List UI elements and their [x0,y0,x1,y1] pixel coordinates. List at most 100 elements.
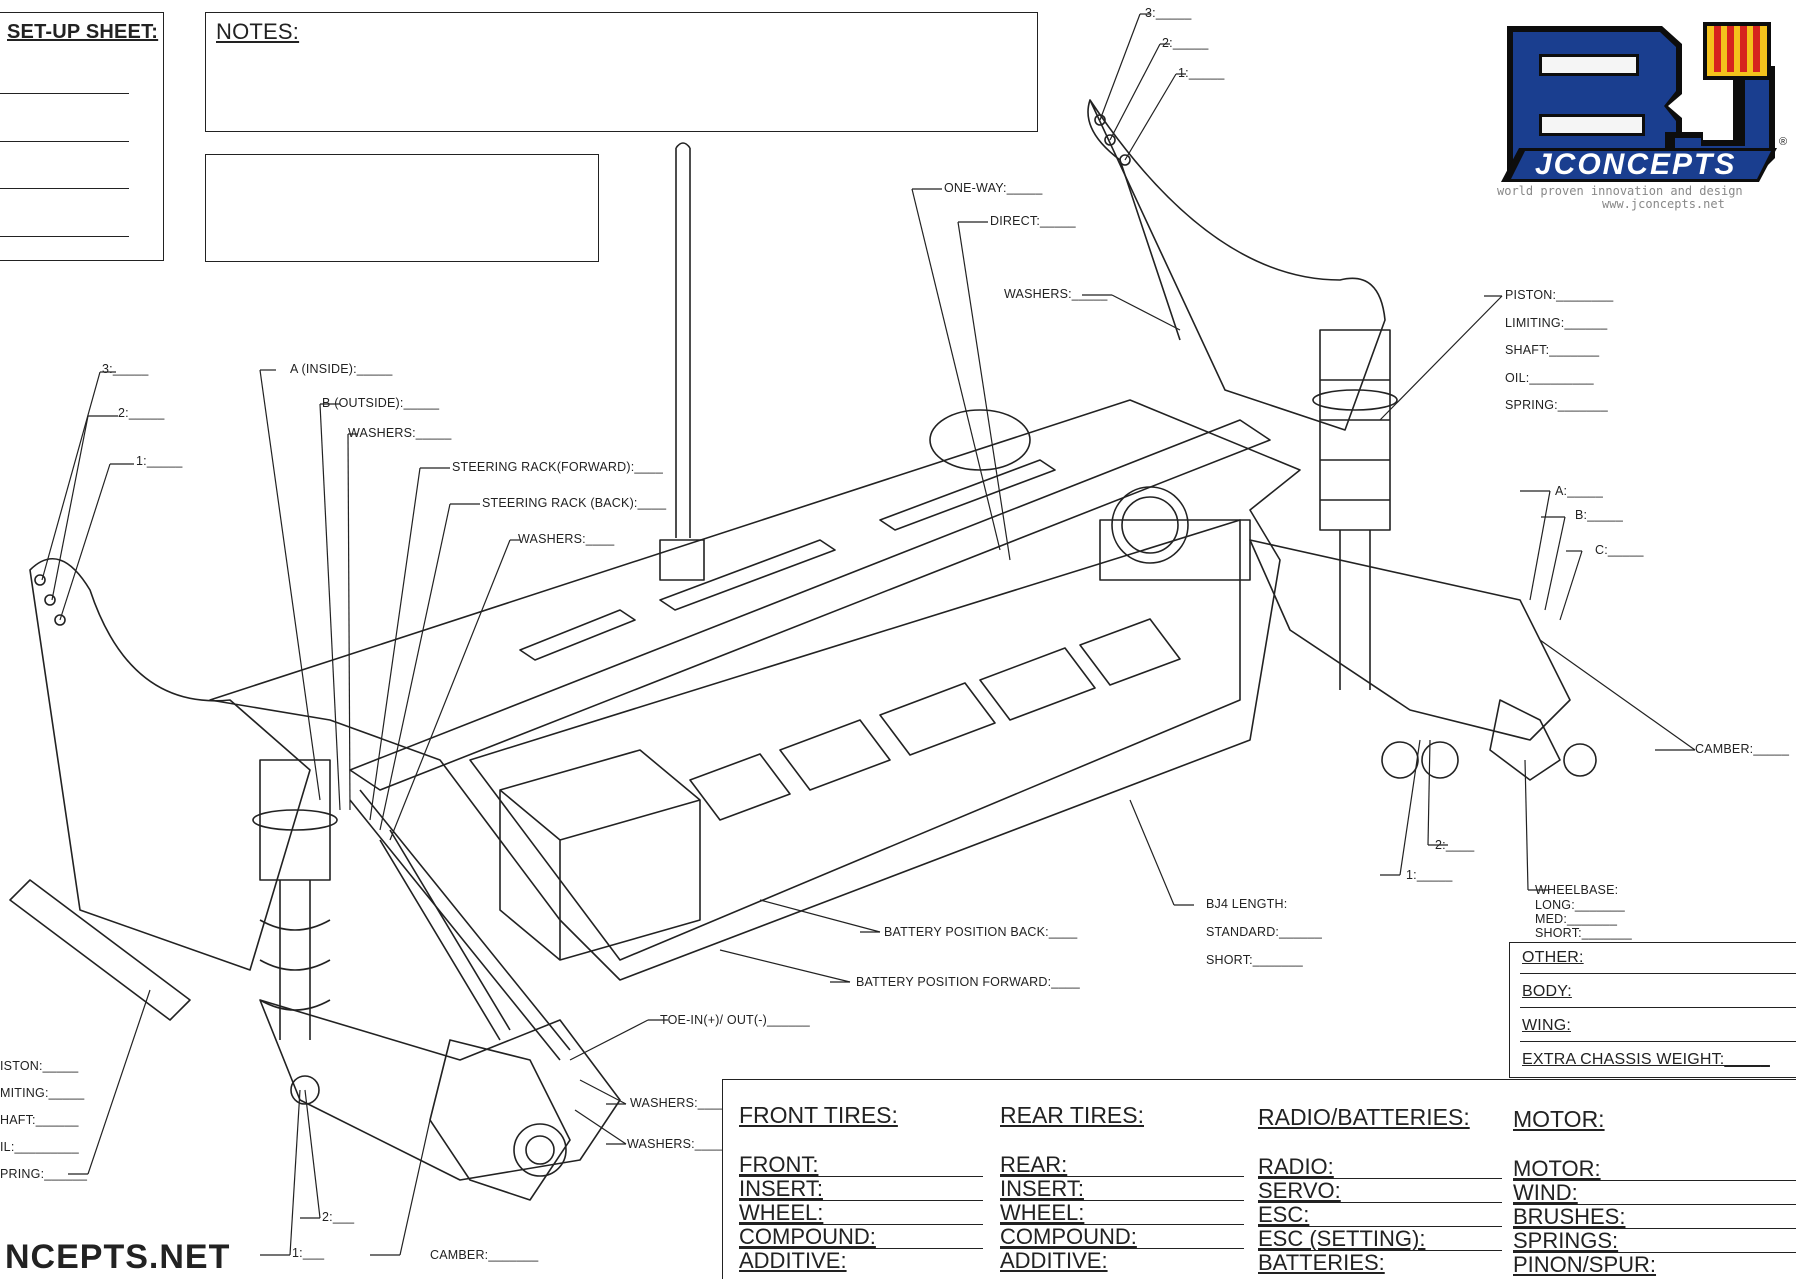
motor-line-1 [1513,1180,1796,1181]
motor-line-3 [1513,1228,1796,1229]
rear-tire-rear[interactable]: REAR: [1000,1152,1068,1177]
rear-spring-label[interactable]: SPRING:_______ [1505,398,1608,412]
washers-5-label[interactable]: WASHERS:____ [627,1137,724,1151]
setup-line-1[interactable] [0,93,129,94]
radio-batteries[interactable]: BATTERIES: [1258,1250,1385,1275]
toe-label[interactable]: TOE-IN(+)/ OUT(-)______ [660,1013,810,1027]
motor-wind[interactable]: WIND: [1513,1180,1578,1205]
steering-forward-label[interactable]: STEERING RACK(FORWARD):____ [452,460,663,474]
wing-label[interactable]: WING: [1522,1017,1571,1034]
front-camber-label[interactable]: CAMBER:_______ [430,1248,539,1262]
front-hole-2[interactable]: 2:_____ [118,406,165,420]
radio-servo[interactable]: SERVO: [1258,1178,1341,1203]
rear-tire-line-4 [1000,1248,1244,1249]
front-hole-3[interactable]: 3:_____ [102,362,149,376]
other-line-1 [1520,973,1796,974]
front-tire-line-1 [739,1176,983,1177]
rear-piston-label[interactable]: PISTON:________ [1505,288,1614,302]
tires-radio-motor-table: FRONT TIRES: REAR TIRES: RADIO/BATTERIES… [722,1079,1796,1279]
rear-limiting-label[interactable]: LIMITING:______ [1505,316,1608,330]
front-tire-wheel[interactable]: WHEEL: [739,1200,824,1225]
motor-header: MOTOR: [1513,1106,1605,1132]
setup-line-4[interactable] [0,236,129,237]
b-outside-label[interactable]: B (OUTSIDE):_____ [322,396,440,410]
chassis-plate [209,399,1301,981]
extra-weight-label[interactable]: EXTRA CHASSIS WEIGHT:_____ [1522,1051,1770,1068]
motor-line-2 [1513,1204,1796,1205]
setup-line-3[interactable] [0,188,129,189]
rear-lower-2[interactable]: 2:____ [1435,838,1475,852]
radio-esc[interactable]: ESC: [1258,1202,1310,1227]
footer-url: NCEPTS.NET [5,1238,231,1276]
front-tire-line-3 [739,1224,983,1225]
rear-oil-label[interactable]: OIL:_________ [1505,371,1594,385]
wheelbase-short[interactable]: SHORT:_______ [1535,926,1632,940]
front-shaft-label[interactable]: HAFT:______ [0,1113,79,1127]
washers-2-label[interactable]: WASHERS:____ [518,532,615,546]
rear-tire-additive[interactable]: ADDITIVE: [1000,1248,1108,1273]
notes-box-2[interactable] [205,154,599,262]
setup-line-2[interactable] [0,141,129,142]
front-lower-2[interactable]: 2:___ [322,1210,355,1224]
front-tire-front[interactable]: FRONT: [739,1152,819,1177]
bj4-standard-label[interactable]: STANDARD:______ [1206,925,1323,939]
setup-sheet-box: SET-UP SHEET: [0,12,164,261]
rear-b-label[interactable]: B:_____ [1575,508,1623,522]
logo-tagline: world proven innovation and design [1497,184,1743,198]
rear-tire-compound[interactable]: COMPOUND: [1000,1224,1137,1249]
front-limiting-label[interactable]: MITING:_____ [0,1086,85,1100]
steering-back-label[interactable]: STEERING RACK (BACK):____ [482,496,667,510]
rear-tire-line-3 [1000,1224,1244,1225]
rear-tire-wheel[interactable]: WHEEL: [1000,1200,1085,1225]
motor-pinion-spur[interactable]: PINON/SPUR: [1513,1252,1657,1277]
rear-hole-1[interactable]: 1:_____ [1178,66,1225,80]
rear-tire-insert[interactable]: INSERT: [1000,1176,1084,1201]
washers-1-label[interactable]: WASHERS:_____ [348,426,452,440]
front-hole-1[interactable]: 1:_____ [136,454,183,468]
wheelbase-title: WHEELBASE: [1535,883,1619,897]
logo-brand: JCONCEPTS [1535,148,1737,181]
motor-brushes[interactable]: BRUSHES: [1513,1204,1626,1229]
washers-3-label[interactable]: WASHERS:_____ [1004,287,1108,301]
rear-shaft-label[interactable]: SHAFT:_______ [1505,343,1600,357]
rear-tires-header: REAR TIRES: [1000,1102,1144,1128]
radio-esc-setting[interactable]: ESC (SETTING): [1258,1226,1426,1251]
rear-hole-2[interactable]: 2:_____ [1162,36,1209,50]
logo-registered: ® [1779,136,1788,148]
wheelbase-med[interactable]: MED:_______ [1535,912,1618,926]
front-tire-line-4 [739,1248,983,1249]
rear-hole-3[interactable]: 3:_____ [1145,6,1192,20]
other-label[interactable]: OTHER: [1522,949,1584,966]
battery-back-label[interactable]: BATTERY POSITION BACK:____ [884,925,1078,939]
one-way-label[interactable]: ONE-WAY:_____ [944,181,1043,195]
a-inside-label[interactable]: A (INSIDE):_____ [290,362,393,376]
rear-c-label[interactable]: C:_____ [1595,543,1644,557]
radio-line-1 [1258,1178,1502,1179]
battery-forward-label[interactable]: BATTERY POSITION FORWARD:____ [856,975,1080,989]
front-oil-label[interactable]: IL:_________ [0,1140,79,1154]
notes-title: NOTES: [216,19,300,44]
other-box: OTHER: BODY: WING: EXTRA CHASSIS WEIGHT:… [1509,942,1796,1078]
washers-4-label[interactable]: WASHERS:____ [630,1096,727,1110]
motor-motor[interactable]: MOTOR: [1513,1156,1601,1181]
front-tire-additive[interactable]: ADDITIVE: [739,1248,847,1273]
bj4-short-label[interactable]: SHORT:_______ [1206,953,1303,967]
front-lower-1[interactable]: 1:___ [292,1246,325,1260]
front-tire-compound[interactable]: COMPOUND: [739,1224,876,1249]
bj4-length-label: BJ4 LENGTH: [1206,897,1288,911]
front-piston-label[interactable]: ISTON:_____ [0,1059,79,1073]
rear-tire-line-2 [1000,1200,1244,1201]
rear-lower-1[interactable]: 1:_____ [1406,868,1453,882]
wheelbase-long[interactable]: LONG:_______ [1535,898,1625,912]
notes-box[interactable]: NOTES: [205,12,1038,132]
radio-line-4 [1258,1250,1502,1251]
rear-camber-label[interactable]: CAMBER:_____ [1695,742,1790,756]
front-spring-label[interactable]: PRING:______ [0,1167,88,1181]
rear-a-label[interactable]: A:_____ [1555,484,1603,498]
body-label[interactable]: BODY: [1522,983,1572,1000]
radio-radio[interactable]: RADIO: [1258,1154,1334,1179]
direct-label[interactable]: DIRECT:_____ [990,214,1076,228]
front-tire-insert[interactable]: INSERT: [739,1176,823,1201]
motor-springs[interactable]: SPRINGS: [1513,1228,1619,1253]
front-tires-header: FRONT TIRES: [739,1102,898,1128]
